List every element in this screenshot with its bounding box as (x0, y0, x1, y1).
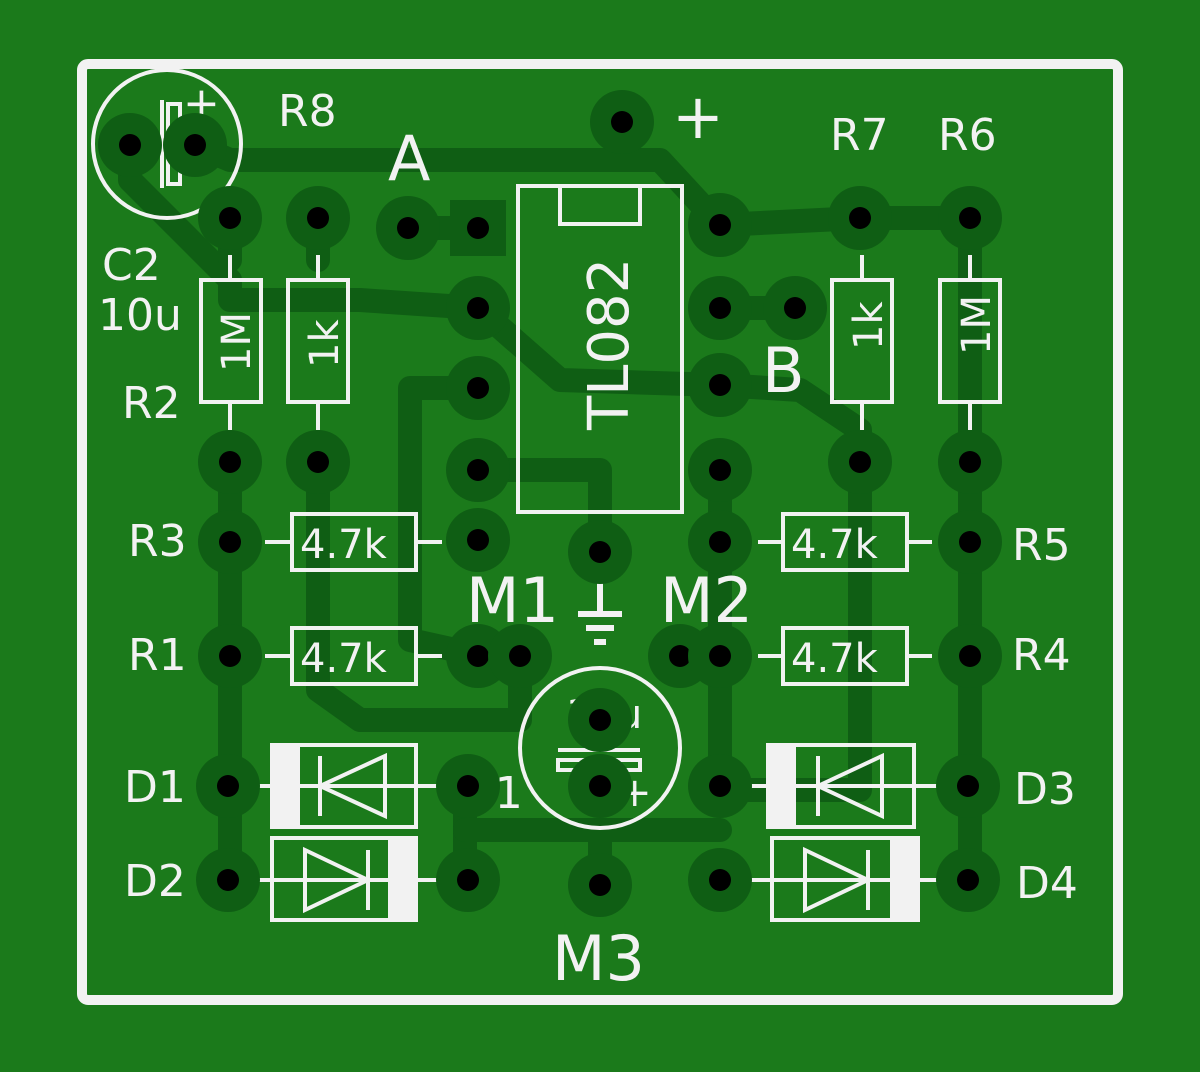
c2-value-label: 10u (98, 290, 182, 341)
connector-a-label: A (388, 122, 430, 195)
resistor-r2: 1M R2 (122, 255, 263, 430)
copper-pads (98, 90, 1002, 917)
drill-hole (219, 531, 241, 553)
drill-hole (219, 451, 241, 473)
r5-value-label: 4.7k (791, 522, 879, 568)
r1-ref-label: R1 (128, 630, 187, 681)
drill-hole (457, 869, 479, 891)
ic-label: TL082 (577, 258, 642, 431)
d3-ref-label: D3 (1014, 764, 1076, 815)
r2-ref-label: R2 (122, 378, 181, 429)
r6-ref-label: R6 (938, 110, 997, 161)
drill-hole (669, 645, 691, 667)
resistor-r8: 1k R8 (278, 86, 350, 430)
drill-hole (467, 377, 489, 399)
r3-value-label: 4.7k (300, 522, 388, 568)
ic-tl082: TL082 (516, 184, 684, 514)
c2-outline (91, 68, 243, 220)
drill-hole (219, 645, 241, 667)
r2-value-label: 1M (214, 312, 260, 372)
ic-notch (558, 184, 642, 226)
drill-hole (709, 459, 731, 481)
drill-hole (611, 111, 633, 133)
drill-hole (849, 451, 871, 473)
drill-hole (219, 207, 241, 229)
drill-hole (709, 374, 731, 396)
connector-m3-label: M3 (552, 922, 645, 995)
drill-hole (589, 709, 611, 731)
resistor-r5: 4.7k R5 (758, 512, 1071, 572)
drill-hole (467, 645, 489, 667)
connector-b-label: B (762, 334, 805, 407)
drill-hole (457, 775, 479, 797)
drill-hole (467, 459, 489, 481)
resistor-r4: 4.7k R4 (758, 626, 1071, 686)
drill-hole (709, 775, 731, 797)
drill-hole (589, 874, 611, 896)
resistor-r1: 4.7k R1 (128, 626, 442, 686)
drill-hole (397, 217, 419, 239)
drill-hole (467, 217, 489, 239)
r7-ref-label: R7 (830, 110, 889, 161)
drill-hole (709, 214, 731, 236)
c1-outline (518, 666, 682, 830)
drill-hole (849, 207, 871, 229)
r8-ref-label: R8 (278, 86, 337, 137)
r8-value-label: 1k (302, 319, 348, 368)
resistor-r3: 4.7k R3 (128, 512, 442, 572)
drill-hole (959, 531, 981, 553)
diode-d2: D2 (124, 836, 468, 922)
drill-hole (784, 297, 806, 319)
resistor-r6: 1M R6 (938, 110, 1002, 430)
d4-ref-label: D4 (1016, 858, 1078, 909)
drill-hole (957, 775, 979, 797)
drill-hole (467, 297, 489, 319)
r4-ref-label: R4 (1012, 630, 1071, 681)
r4-value-label: 4.7k (791, 636, 879, 682)
diode-d1: D1 (124, 743, 468, 829)
drill-hole (959, 645, 981, 667)
diode-d4: D4 (720, 836, 1078, 922)
r7-value-label: 1k (846, 301, 892, 350)
r5-ref-label: R5 (1012, 520, 1071, 571)
c2-ref-label: C2 (102, 240, 161, 291)
drill-hole (184, 134, 206, 156)
drill-hole (709, 297, 731, 319)
board-outline (77, 59, 1123, 1005)
drill-hole (959, 451, 981, 473)
resistor-r7: 1k R7 (830, 110, 894, 430)
drill-hole (119, 134, 141, 156)
drill-hole (307, 451, 329, 473)
drill-hole (217, 775, 239, 797)
drill-hole (959, 207, 981, 229)
d2-ref-label: D2 (124, 856, 186, 907)
d1-ref-label: D1 (124, 762, 186, 813)
drill-hole (307, 207, 329, 229)
r1-value-label: 4.7k (300, 636, 388, 682)
diode-d3: D3 (720, 743, 1076, 829)
drill-hole (709, 869, 731, 891)
r6-value-label: 1M (954, 295, 1000, 355)
drill-hole (589, 541, 611, 563)
drill-hole (589, 775, 611, 797)
drill-hole (467, 529, 489, 551)
r3-ref-label: R3 (128, 516, 187, 567)
drill-hole (509, 645, 531, 667)
drill-hole (709, 531, 731, 553)
drill-hole (709, 645, 731, 667)
connector-plus-label: + (672, 80, 724, 153)
drill-hole (217, 869, 239, 891)
drill-hole (957, 869, 979, 891)
